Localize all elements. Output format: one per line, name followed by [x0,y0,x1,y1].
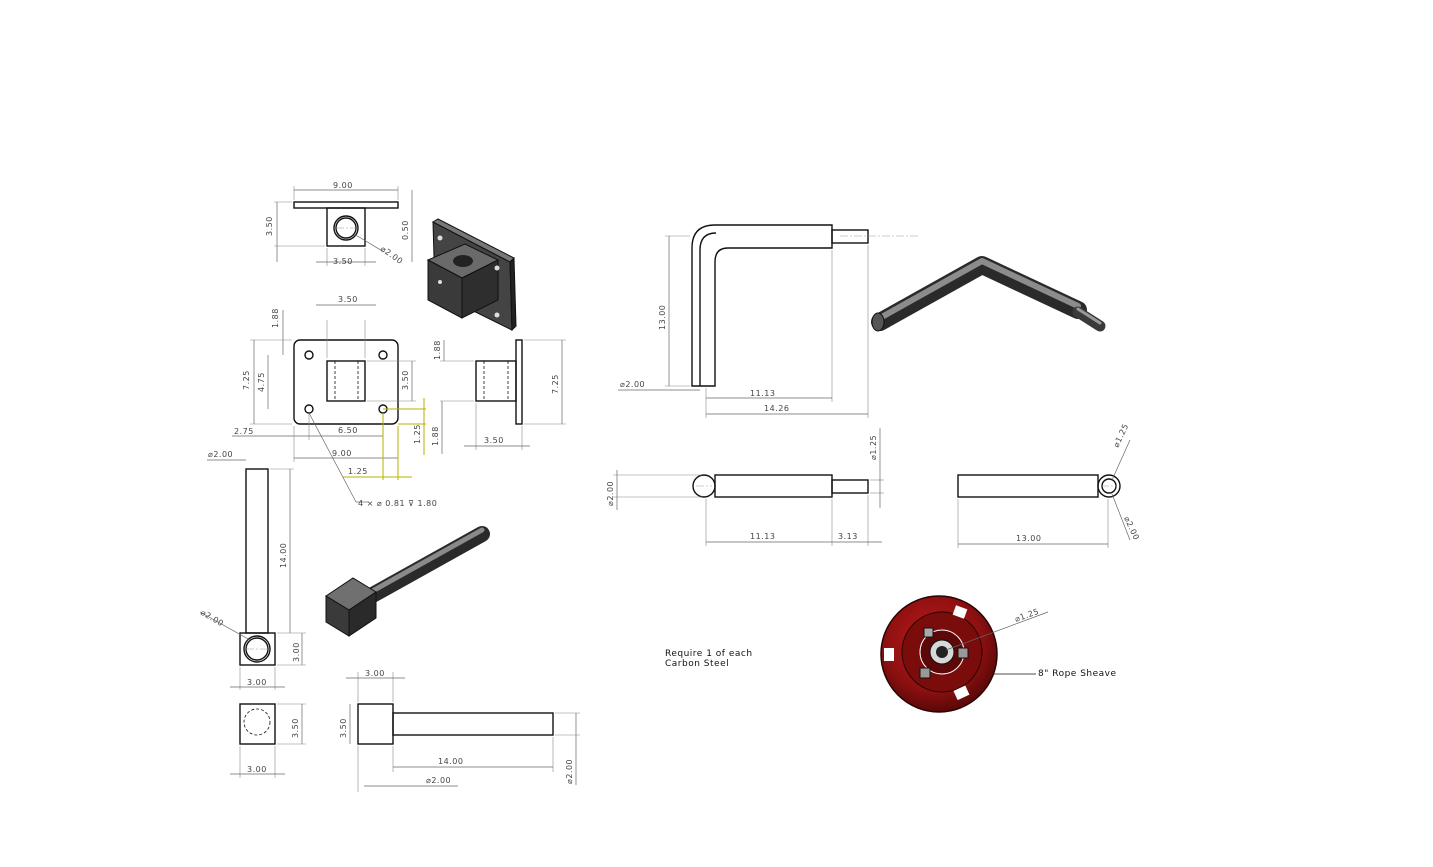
dim-crank-side-dia: ⌀2.00 [606,481,615,506]
dim-crank-len1: 11.13 [750,389,775,398]
dim-plate-width: 9.00 [332,449,352,458]
dim-crank-end-dia: ⌀2.00 [1122,515,1141,542]
dim-sv-block-h: 3.50 [339,718,348,738]
bracket-top-view: 9.00 3.50 0.50 3.50 ⌀2.00 [265,181,413,266]
dim-crank-dia: ⌀2.00 [620,380,645,389]
dim-side-height: 7.25 [551,374,560,394]
dim-plate-height-outer: 7.25 [242,370,251,390]
shaft-front-view: ⌀2.00 14.00 ⌀2.00 3.00 3.00 [199,450,306,690]
dim-sv-length: 14.00 [438,757,463,766]
dim-block-sq-side: 3.50 [291,718,300,738]
dim-plate-thickness: 0.50 [401,220,410,240]
dim-shaft-length: 14.00 [279,543,288,568]
dim-inner-side: 3.50 [401,370,410,390]
bracket-side-view: 1.88 1.88 7.25 3.50 [431,339,566,454]
dim-hole-offset: 1.25 [348,467,368,476]
dim-side-block: 3.50 [484,436,504,445]
dim-block-sq-top: 3.00 [247,678,267,687]
hole-callout: 4 × ⌀ 0.81 ⊽ 1.80 [358,499,437,508]
dim-crank-len2: 14.26 [764,404,789,413]
dim-block-top: 3.50 [338,295,358,304]
dim-crank-tip-dia: ⌀1.25 [869,435,878,460]
dim-shaft-dia-end: ⌀2.00 [199,608,225,628]
dim-hole-spacing-h: 6.50 [338,426,358,435]
bracket-front-view: 3.50 1.88 7.25 4.75 3.50 2.75 6.50 9.00 … [232,295,437,508]
dim-block-width: 3.50 [333,257,353,266]
notes: Require 1 of each Carbon Steel 8" Rope S… [665,649,1117,679]
dim-hole-spacing-v: 4.75 [257,372,266,392]
dim-sv-block: 3.00 [365,669,385,678]
sheave-label: 8" Rope Sheave [1038,669,1117,679]
dim-crank-side-len2: 3.13 [838,532,858,541]
crank-front-view: 13.00 ⌀2.00 11.13 14.26 [618,224,920,418]
dim-sv-dia-right: ⌀2.00 [565,759,574,784]
dim-hole-offset-v: 1.25 [413,424,422,444]
dim-side-bottom: 1.88 [431,426,440,446]
dim-crank-side-len1: 11.13 [750,532,775,541]
dim-crank-end-len: 13.00 [1016,534,1041,543]
dim-side-top: 1.88 [433,340,442,360]
crank-side-view: ⌀2.00 ⌀1.25 11.13 3.13 [606,428,884,546]
shaft-side-view: 3.00 3.50 14.00 ⌀2.00 ⌀2.00 [339,669,580,792]
bracket-iso-view [426,218,517,332]
shaft-iso-view [325,526,490,637]
dim-block-sq-bottom: 3.00 [247,765,267,774]
rope-sheave-iso: ⌀1.25 [880,595,1049,713]
crank-iso-view [871,256,1106,332]
dim-bracket-height: 3.50 [265,216,274,236]
block-end-view: 3.50 3.00 [230,703,306,778]
dim-bore-dia: ⌀2.00 [379,244,405,266]
dim-sv-dia: ⌀2.00 [426,776,451,785]
dim-bracket-width: 9.00 [333,181,353,190]
dim-hole-from-top: 1.88 [271,308,280,328]
note-material: Carbon Steel [665,659,729,669]
dim-shaft-dia-top: ⌀2.00 [208,450,233,459]
dim-plate-edge-left: 2.75 [234,427,254,436]
note-require: Require 1 of each [665,649,753,659]
dim-sheave-bore: ⌀1.25 [1014,607,1041,624]
crank-end-view: ⌀1.25 ⌀2.00 13.00 [957,422,1141,548]
dim-block-sq-h: 3.00 [292,642,301,662]
dim-crank-vertical: 13.00 [658,305,667,330]
